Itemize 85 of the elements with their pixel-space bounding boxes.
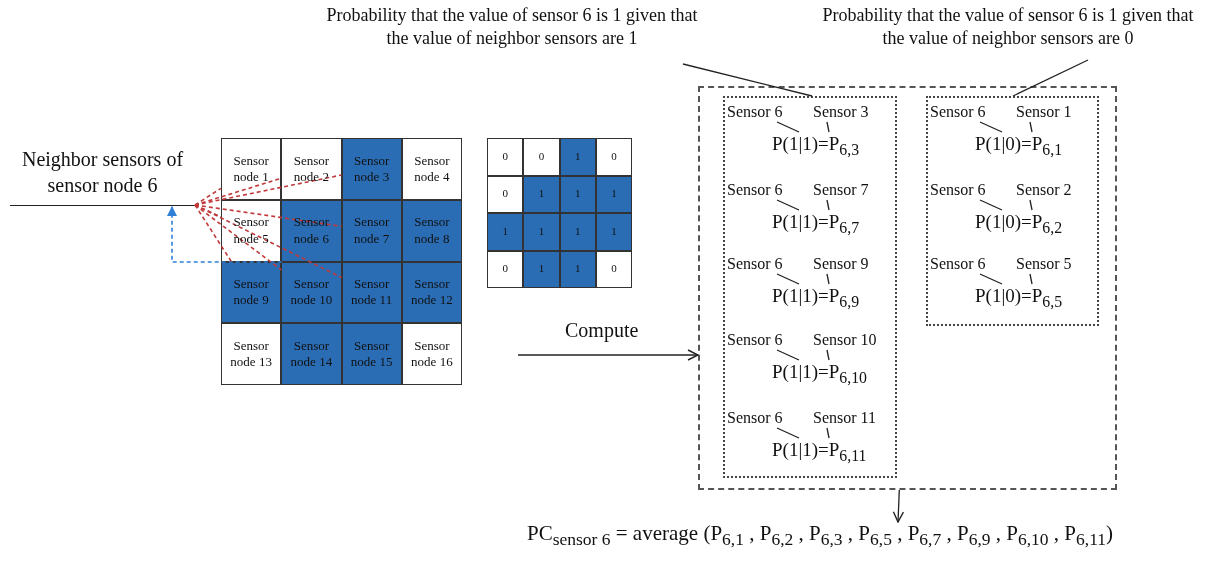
dotted-frame	[926, 96, 1099, 326]
value-cell: 1	[487, 213, 524, 251]
sensor-label: Sensor 2	[1016, 180, 1096, 200]
value-cell: 0	[487, 175, 524, 213]
sensor-cell: Sensor node 15	[341, 323, 402, 385]
connector-line	[1029, 199, 1033, 211]
sensor-label: Sensor 6	[727, 102, 801, 122]
value-cell: 1	[523, 175, 560, 213]
connector-line	[979, 199, 1003, 211]
value-cell: 0	[523, 138, 560, 176]
probability-formula: P(1|1)=P$_{6,3}$	[772, 132, 892, 162]
dashed-leader-line	[194, 174, 343, 206]
probability-formula: P(1|1)=P$_{6,11}$	[772, 438, 892, 468]
sensor-label: Sensor 6	[930, 254, 1004, 274]
dashed-frame	[698, 86, 1117, 490]
sensor-label: Sensor 10	[813, 330, 893, 350]
probability-formula: P(1|1)=P$_{6,9}$	[772, 284, 892, 314]
sensor-cell: Sensor node 4	[401, 138, 462, 200]
sensor-cell: Sensor node 6	[281, 199, 342, 262]
sensor-cell: Sensor node 1	[221, 138, 282, 200]
sensor-label: Sensor 11	[813, 408, 893, 428]
result-formula: PC$_{sensor 6}$ = average (P$_{6,1}$ , P$_{6,2}$ , P$_{6,3}$ , P$_{6,5}$ , P$_{6,7}$ , P$_{6,9}$ , P$_{6,10}$ , P$_{6,11}$)	[500, 520, 1140, 562]
annotation-text: Probability that the value of sensor 6 is 1 given that the value of neighbor sensors are 1	[322, 4, 702, 60]
sensor-cell: Sensor node 9	[221, 261, 282, 324]
connector-line	[979, 121, 1003, 133]
sensor-cell: Sensor node 14	[281, 323, 342, 385]
sensor-cell: Sensor node 11	[341, 261, 402, 324]
connector-line	[826, 427, 830, 439]
dashed-leader-line	[194, 187, 222, 206]
probability-formula: P(1|0)=P$_{6,1}$	[975, 132, 1095, 162]
sensor-label: Sensor 6	[930, 180, 1004, 200]
sensor-cell: Sensor node 10	[281, 261, 342, 324]
value-cell: 0	[487, 250, 524, 288]
probability-formula: P(1|1)=P$_{6,7}$	[772, 210, 892, 240]
sensor-label: Sensor 6	[930, 102, 1004, 122]
sensor-label: Sensor 9	[813, 254, 893, 274]
connector-line	[776, 273, 800, 285]
probability-formula: P(1|1)=P$_{6,10}$	[772, 360, 892, 390]
sensor-label: Sensor 1	[1016, 102, 1096, 122]
connector-line	[826, 349, 830, 361]
arrow	[892, 489, 905, 523]
probability-formula: P(1|0)=P$_{6,5}$	[975, 284, 1095, 314]
dashed-arrow	[167, 205, 283, 263]
value-cell: 0	[595, 138, 632, 176]
sensor-cell: Sensor node 16	[401, 323, 462, 385]
value-cell: 1	[523, 213, 560, 251]
connector-line	[826, 199, 830, 211]
connector-line	[682, 63, 813, 97]
value-cell: 0	[487, 138, 524, 176]
dashed-leader-line	[194, 204, 233, 263]
arrow	[517, 349, 699, 361]
connector-line	[826, 121, 830, 133]
sensor-cell: Sensor node 12	[401, 261, 462, 324]
connector-line	[776, 349, 800, 361]
dashed-leader-line	[194, 204, 343, 279]
connector-line	[776, 199, 800, 211]
value-cell: 1	[559, 138, 596, 176]
value-cell: 1	[523, 250, 560, 288]
sensor-label: Sensor 6	[727, 408, 801, 428]
connector-line	[979, 273, 1003, 285]
sensor-label: Sensor 3	[813, 102, 893, 122]
dotted-frame	[723, 96, 897, 478]
connector-line	[776, 427, 800, 439]
sensor-cell: Sensor node 7	[341, 199, 402, 262]
dashed-leader-line	[194, 204, 283, 271]
value-cell: 1	[559, 213, 596, 251]
sensor-label: Sensor 6	[727, 330, 801, 350]
sensor-label: Sensor 6	[727, 180, 801, 200]
value-cell: 1	[595, 213, 632, 251]
callout-text: Neighbor sensors of sensor node 6	[10, 146, 195, 206]
sensor-cell: Sensor node 3	[341, 138, 402, 200]
connector-line	[1012, 59, 1089, 97]
connector-line	[826, 273, 830, 285]
sensor-label: Sensor 5	[1016, 254, 1096, 274]
sensor-label: Sensor 7	[813, 180, 893, 200]
sensor-label: Sensor 6	[727, 254, 801, 274]
connector-line	[776, 121, 800, 133]
connector-line	[1029, 121, 1033, 133]
dashed-leader-line	[194, 204, 343, 228]
annotation-text: Probability that the value of sensor 6 is 1 given that the value of neighbor sensors are 0	[818, 4, 1198, 60]
connector-line	[1029, 273, 1033, 285]
sensor-cell: Sensor node 2	[281, 138, 342, 200]
probability-formula: P(1|0)=P$_{6,2}$	[975, 210, 1095, 240]
sensor-cell: Sensor node 8	[401, 199, 462, 262]
sensor-cell: Sensor node 13	[221, 323, 282, 385]
